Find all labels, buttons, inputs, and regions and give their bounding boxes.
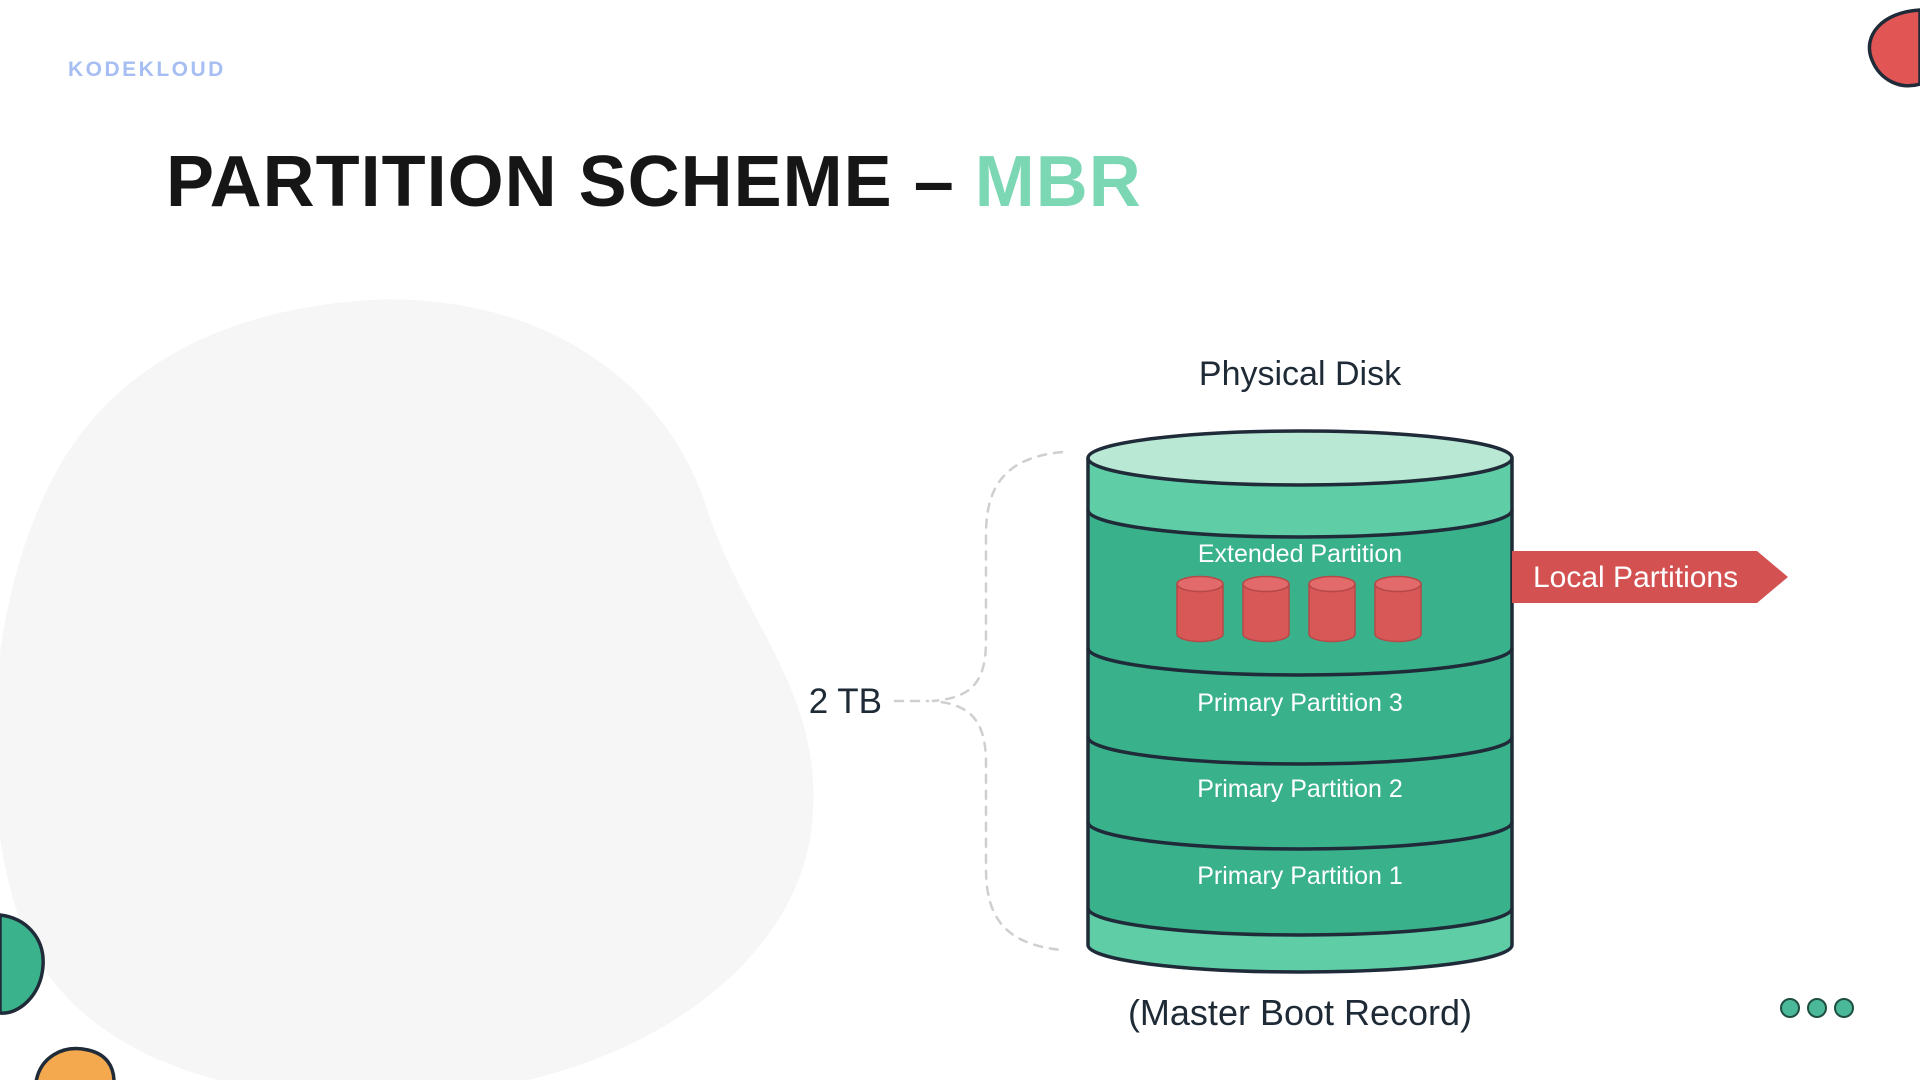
banner-arrow-shape [1512, 551, 1788, 603]
disk-top-face [1086, 429, 1514, 487]
capacity-brace [893, 450, 1064, 952]
partition-label-primary-1: Primary Partition 1 [1197, 862, 1403, 890]
partition-primary-1 [1088, 822, 1512, 935]
title-highlight: MBR [974, 142, 1142, 222]
logical-partition-icon-2 [1242, 575, 1290, 643]
logical-partition-icons [1176, 575, 1422, 643]
progress-dot-1 [1780, 998, 1800, 1018]
disk-rim-top [1088, 458, 1512, 537]
disk-dividers [1086, 509, 1514, 937]
partition-label-extended: Extended Partition [1198, 540, 1402, 568]
kodekloud-logo: KODEKLOUD [68, 58, 226, 81]
partition-primary-3 [1088, 648, 1512, 764]
disk-outline [1086, 458, 1514, 974]
capacity-label: 2 TB [809, 682, 882, 721]
logical-partition-icon-3 [1308, 575, 1356, 643]
slide-progress-dots [1780, 998, 1854, 1018]
disk-title: Physical Disk [1199, 355, 1402, 393]
partition-label-primary-2: Primary Partition 2 [1197, 775, 1403, 803]
brace-path [931, 450, 1064, 952]
banner-label: Local Partitions [1533, 561, 1738, 594]
local-partitions-banner: Local Partitions [1512, 551, 1788, 603]
background-blob [0, 299, 814, 1080]
title-main: PARTITION SCHEME – [166, 142, 955, 222]
corner-blob-bottom-left-teal [0, 913, 45, 1015]
progress-dot-2 [1807, 998, 1827, 1018]
partition-primary-2 [1088, 737, 1512, 849]
disk-rim-bottom [1088, 908, 1512, 972]
corner-blob-bottom-left-orange [34, 1046, 116, 1080]
page-title: PARTITION SCHEME –MBR [166, 146, 1142, 218]
logical-partition-icon-4 [1374, 575, 1422, 643]
partition-label-primary-3: Primary Partition 3 [1197, 689, 1403, 717]
corner-blob-top-right [1867, 8, 1920, 88]
logical-partition-icon-1 [1176, 575, 1224, 643]
physical-disk-cylinder: Extended Partition [1086, 429, 1514, 974]
mbr-label: (Master Boot Record) [1128, 992, 1472, 1033]
progress-dot-3 [1834, 998, 1854, 1018]
